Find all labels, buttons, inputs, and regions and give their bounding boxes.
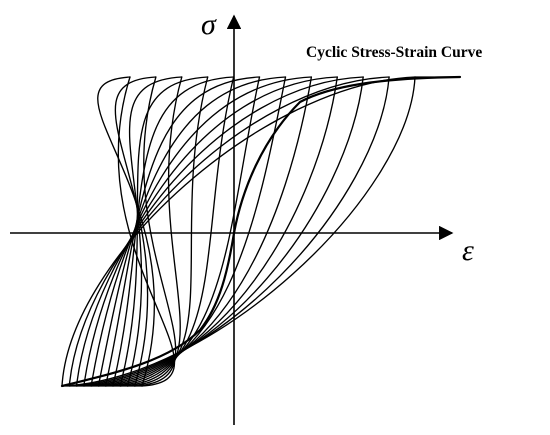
loop-ascending-branch	[97, 76, 155, 387]
figure-title: Cyclic Stress-Strain Curve	[306, 44, 482, 61]
loop-ascending-branch	[126, 76, 183, 387]
loop-ascending-branch	[114, 76, 157, 387]
loop-ascending-branch	[61, 76, 416, 387]
loop-descending-branch	[126, 76, 183, 387]
hysteresis-loops	[61, 76, 461, 387]
loop-ascending-branch	[68, 76, 390, 387]
loop-descending-branch	[117, 76, 175, 387]
loop-descending-branch	[112, 76, 235, 387]
loop-ascending-branch	[75, 76, 364, 387]
loop-ascending-branch	[119, 76, 209, 387]
loop-descending-branch	[68, 76, 390, 387]
stress-axis-label: σ	[201, 8, 217, 41]
loop-descending-branch	[134, 76, 177, 387]
loop-descending-branch	[104, 76, 261, 387]
loop-ascending-branch	[97, 76, 287, 387]
strain-axis-label: ε	[462, 234, 474, 267]
loop-ascending-branch	[104, 76, 261, 387]
loop-descending-branch	[90, 76, 313, 387]
loop-descending-branch	[61, 76, 416, 387]
loop-descending-branch	[119, 76, 209, 387]
loop-ascending-branch	[90, 76, 313, 387]
loop-descending-branch	[75, 76, 364, 387]
